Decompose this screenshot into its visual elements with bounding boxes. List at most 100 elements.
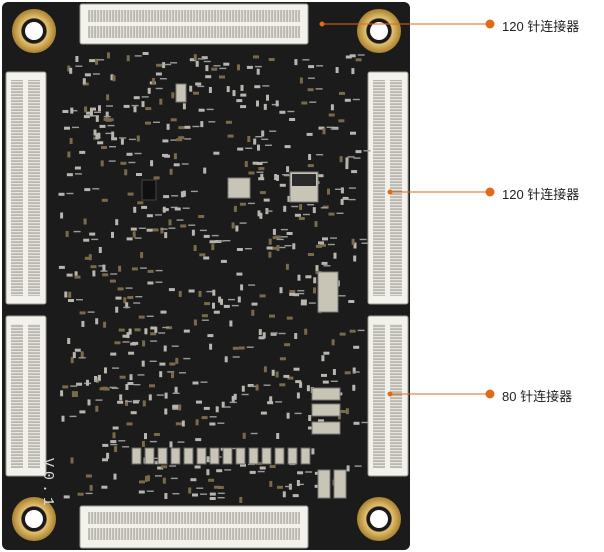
smd-part xyxy=(205,75,212,79)
smd-part xyxy=(180,224,187,228)
silkscreen-mark xyxy=(271,103,279,106)
smd-part xyxy=(183,329,190,333)
smd-part xyxy=(270,332,277,336)
smd-part xyxy=(292,243,296,250)
smd-part xyxy=(155,72,162,76)
smd-part xyxy=(199,253,206,257)
smd-part xyxy=(328,212,335,216)
smd-part xyxy=(182,190,186,197)
smd-part xyxy=(148,394,152,401)
smd-part xyxy=(105,111,109,118)
silkscreen-mark xyxy=(91,115,99,117)
smd-part xyxy=(138,490,145,494)
silkscreen-mark xyxy=(182,207,190,209)
silkscreen-mark xyxy=(201,319,209,321)
silkscreen-mark xyxy=(275,401,283,403)
callout-dot-3 xyxy=(485,389,495,399)
smd-part xyxy=(345,408,349,415)
smd-part xyxy=(352,367,356,374)
smd-part xyxy=(283,374,290,378)
smd-part xyxy=(238,346,245,350)
smd-part xyxy=(75,56,79,62)
smd-part xyxy=(317,174,324,178)
smd-part xyxy=(136,135,140,142)
smd-part xyxy=(193,319,197,326)
silkscreen-mark xyxy=(354,465,362,467)
smd-part xyxy=(208,87,212,93)
silkscreen-mark xyxy=(305,471,313,473)
smd-part xyxy=(76,382,83,386)
smd-part xyxy=(253,55,259,59)
silkscreen-mark xyxy=(183,357,191,360)
silkscreen-mark xyxy=(118,440,126,442)
capacitor-row xyxy=(131,447,311,465)
smd-part xyxy=(159,98,163,105)
smd-part xyxy=(125,384,129,390)
smd-part xyxy=(257,144,260,151)
smd-part xyxy=(203,256,210,260)
smd-part xyxy=(285,263,289,270)
smd-part xyxy=(266,94,269,101)
smd-part xyxy=(339,91,345,95)
silkscreen-mark xyxy=(128,138,136,141)
silkscreen-mark xyxy=(352,371,360,373)
smd-part xyxy=(195,82,202,86)
smd-part xyxy=(231,222,235,229)
smd-part xyxy=(124,169,128,176)
silkscreen-mark xyxy=(200,493,207,495)
smd-part xyxy=(62,110,69,113)
smd-part xyxy=(190,478,197,482)
smd-part xyxy=(198,290,202,297)
smd-part xyxy=(130,342,137,346)
smd-part xyxy=(296,392,300,399)
smd-part xyxy=(339,332,346,336)
smd-part xyxy=(248,171,255,175)
smd-part xyxy=(178,136,185,140)
silkscreen-mark xyxy=(232,356,240,358)
smd-part xyxy=(353,255,357,262)
silkscreen-mark xyxy=(244,248,252,250)
smd-part xyxy=(330,104,334,111)
smd-part xyxy=(70,357,74,364)
smd-part xyxy=(168,219,172,226)
smd-part xyxy=(259,212,263,219)
smd-part xyxy=(169,168,173,175)
smd-part xyxy=(109,279,116,283)
silkscreen-mark xyxy=(133,384,141,386)
smd-part xyxy=(339,156,343,163)
smd-part xyxy=(308,154,312,160)
silkscreen-mark xyxy=(361,421,369,424)
silkscreen-mark xyxy=(75,65,83,67)
smd-part xyxy=(132,400,139,404)
smd-part xyxy=(293,293,300,297)
silkscreen-mark xyxy=(69,415,77,418)
silkscreen-mark xyxy=(146,490,154,492)
smd-part xyxy=(327,188,330,195)
smd-part xyxy=(118,328,125,332)
silkscreen-mark xyxy=(219,67,227,70)
smd-part xyxy=(239,496,243,503)
smd-part xyxy=(159,371,163,378)
smd-part xyxy=(112,426,119,430)
silkscreen-mark xyxy=(164,63,172,66)
smd-part xyxy=(205,65,209,72)
smd-part xyxy=(311,448,315,455)
smd-part xyxy=(68,291,72,298)
silkscreen-mark xyxy=(315,88,323,90)
smd-part xyxy=(126,55,130,62)
smd-part xyxy=(206,456,210,463)
smd-part xyxy=(171,372,174,379)
smd-part xyxy=(207,334,214,338)
silkscreen-mark xyxy=(108,160,116,162)
silkscreen-mark xyxy=(138,227,146,229)
smd-part xyxy=(269,480,273,487)
silkscreen-mark xyxy=(217,422,225,424)
smd-part xyxy=(173,153,177,160)
smd-part xyxy=(256,162,263,165)
smd-part xyxy=(111,131,115,138)
smd-part xyxy=(87,399,91,406)
smd-part xyxy=(84,106,88,113)
smd-part xyxy=(141,101,145,108)
silkscreen-mark xyxy=(110,273,118,275)
smd-part xyxy=(272,228,276,235)
